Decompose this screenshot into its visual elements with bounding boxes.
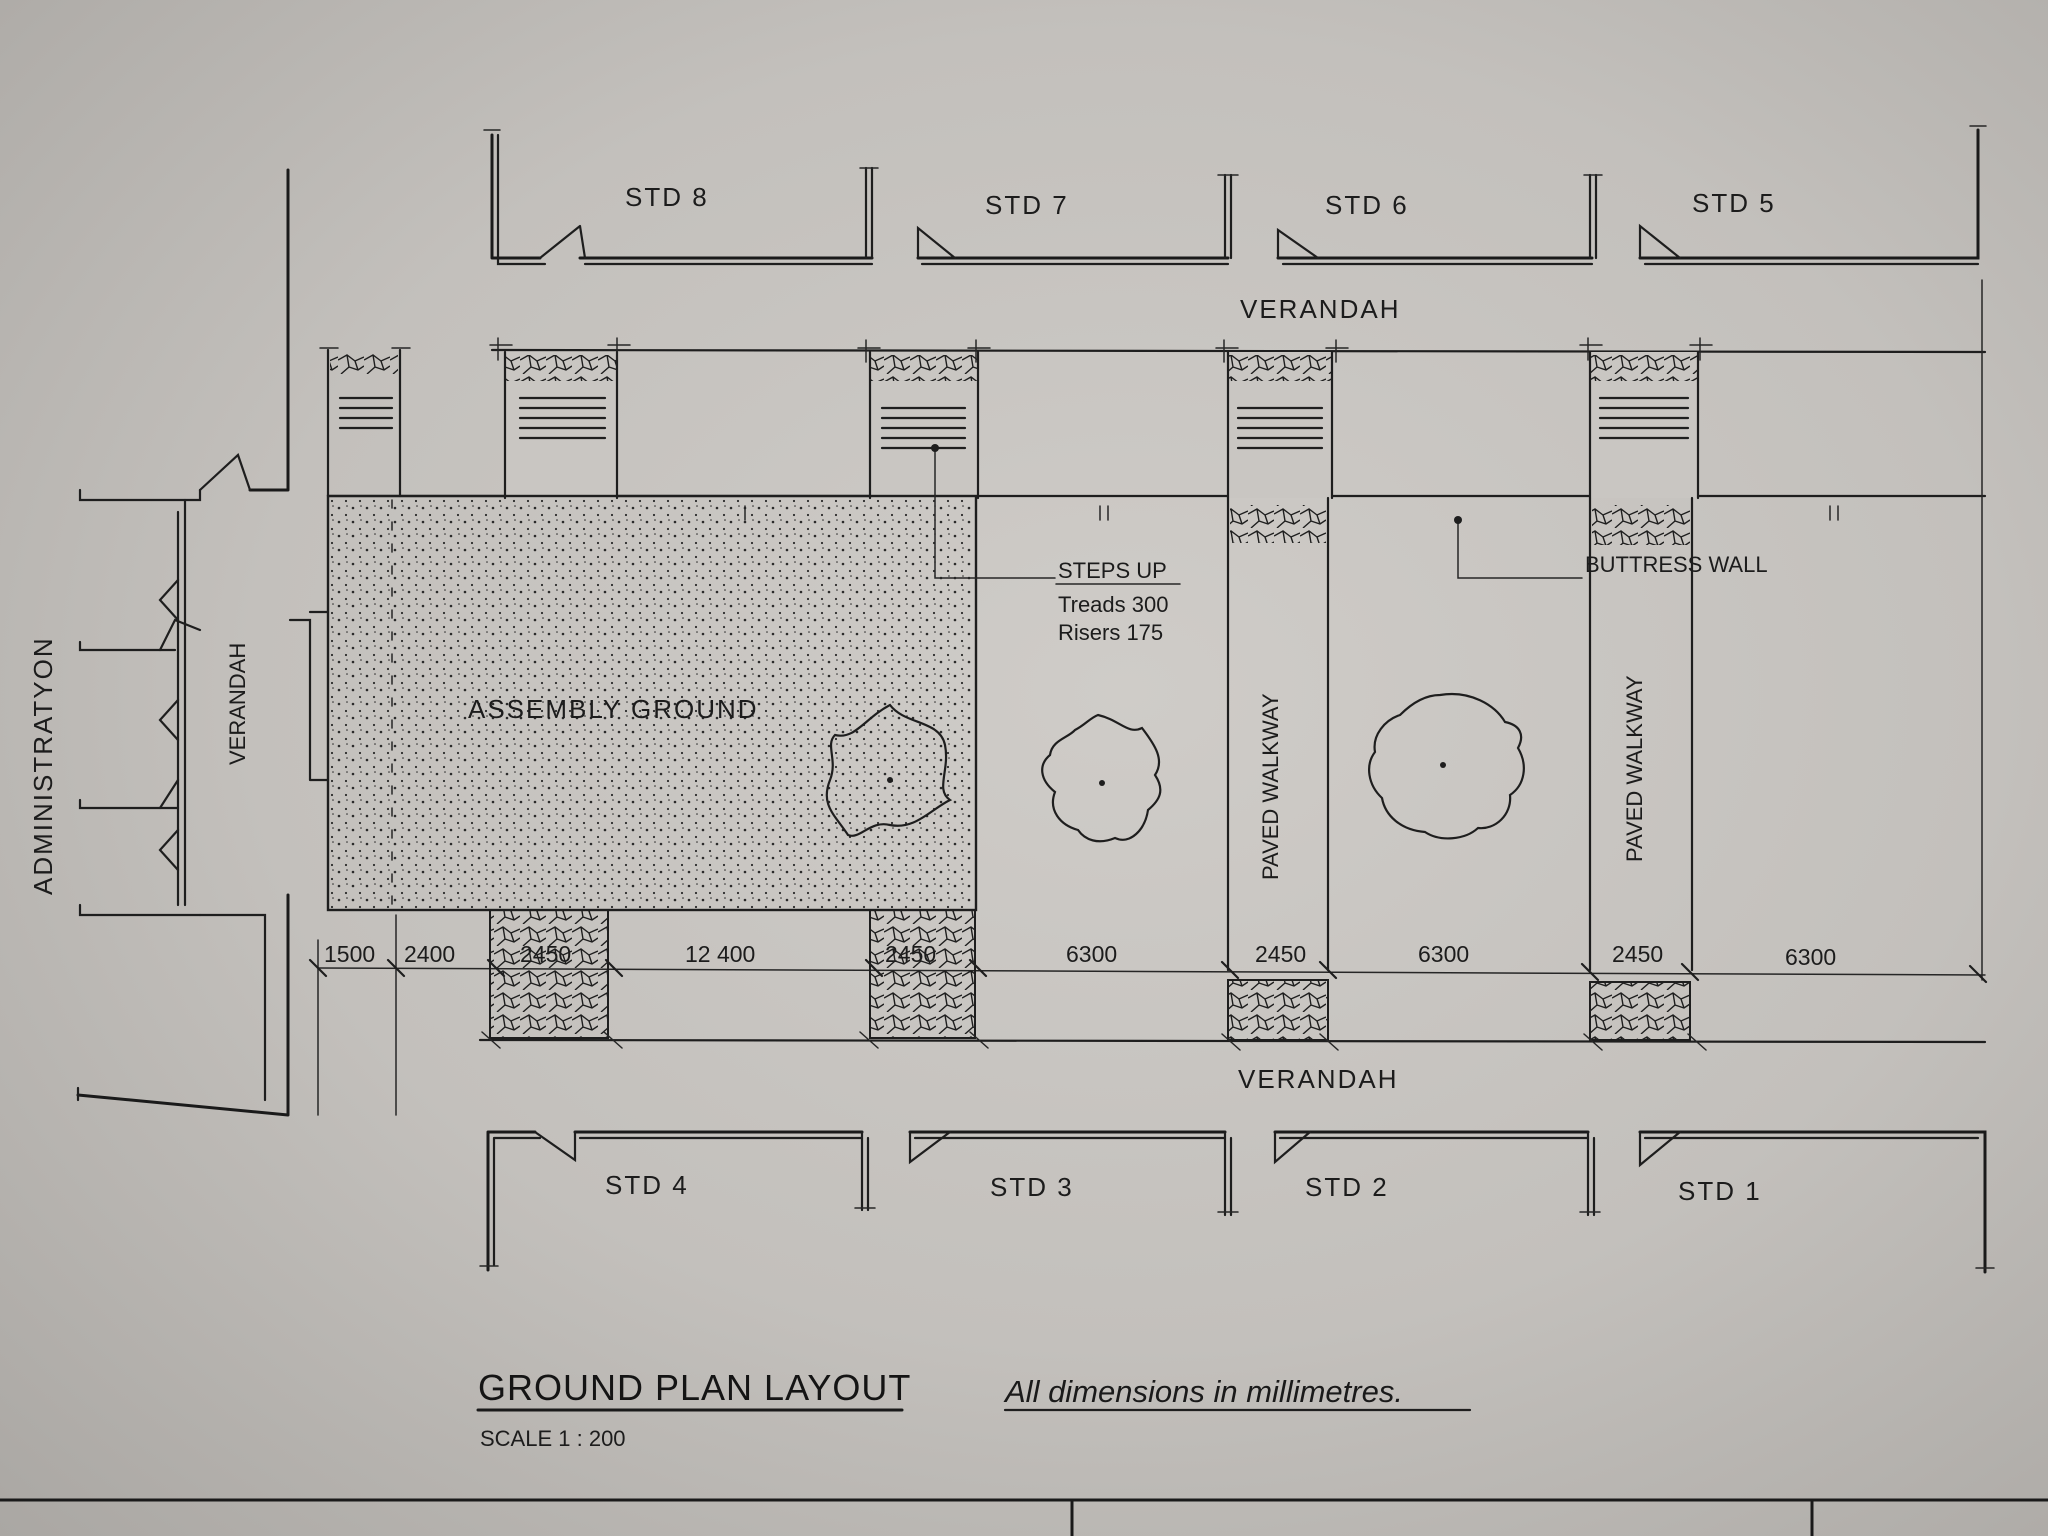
verandah-ticks [744,505,1839,521]
tree-1-centre [887,777,893,783]
verandah-left-label: VERANDAH [225,643,250,765]
top-classroom-block [483,125,1987,266]
verandah-top-outer-line [490,348,1987,354]
room-label-std6: STD 6 [1325,190,1409,220]
bottom-paving-blocks [489,909,1691,1041]
tree-2 [1041,713,1162,843]
paved-walkway-1 [1226,496,1330,972]
assembly-ground-label: ASSEMBLY GROUND [468,694,759,724]
tree-3-centre [1440,762,1446,768]
room-label-std1: STD 1 [1678,1176,1762,1206]
room-label-std5: STD 5 [1692,188,1776,218]
verandah-bottom-ticks [481,1031,1707,1051]
paved-walkway-1-label: PAVED WALKWAY [1258,693,1283,880]
steps-block-4 [1579,337,1713,500]
tree-1 [825,703,953,837]
administration-label: ADMINISTRATYON [28,636,58,895]
steps-leader-dot [931,444,939,452]
dimension-2400: 2400 [404,941,455,967]
room-label-std4: STD 4 [605,1170,689,1200]
dimension-2450-d: 2450 [1612,941,1663,967]
assembly-ground [326,494,978,912]
dimension-6300-c: 6300 [1785,944,1836,970]
steps-leader-line [934,447,1056,579]
verandah-bottom-label: VERANDAH [1238,1064,1398,1094]
tree-2-centre [1099,780,1105,786]
verandah-top-label: VERANDAH [1240,294,1400,324]
paved-walkway-2 [1588,496,1694,972]
tree-3 [1368,692,1525,840]
steps-block-left [319,347,411,498]
verandah-bottom-line [478,1038,1987,1044]
bottom-classroom-block [479,1130,1995,1274]
steps-note-title: STEPS UP [1058,558,1167,583]
room-label-std8: STD 8 [625,182,709,212]
steps-note-treads: Treads 300 [1058,592,1168,617]
dimensions-note: All dimensions in millimetres. [1003,1374,1403,1409]
room-label-std2: STD 2 [1305,1172,1389,1202]
buttress-leader-line [1457,519,1583,579]
dimension-6300-b: 6300 [1418,941,1469,967]
dimension-6300-a: 6300 [1066,941,1117,967]
steps-note-risers: Risers 175 [1058,620,1163,645]
dimension-12400: 12 400 [685,941,755,967]
drawing-title: GROUND PLAN LAYOUT [478,1367,911,1408]
steps-block-1 [489,337,631,500]
room-label-std7: STD 7 [985,190,1069,220]
room-label-std3: STD 3 [990,1172,1074,1202]
buttress-leader-dot [1454,516,1462,524]
dimension-1500: 1500 [324,941,375,967]
buttress-wall-label: BUTTRESS WALL [1585,552,1768,577]
drawing-scale: SCALE 1 : 200 [480,1426,626,1451]
steps-block-3 [1215,339,1349,500]
dimension-2450-c: 2450 [1255,941,1306,967]
steps-block-2 [857,339,991,500]
paved-walkway-2-label: PAVED WALKWAY [1622,675,1647,862]
sheet-border-bottom [0,1498,2048,1536]
